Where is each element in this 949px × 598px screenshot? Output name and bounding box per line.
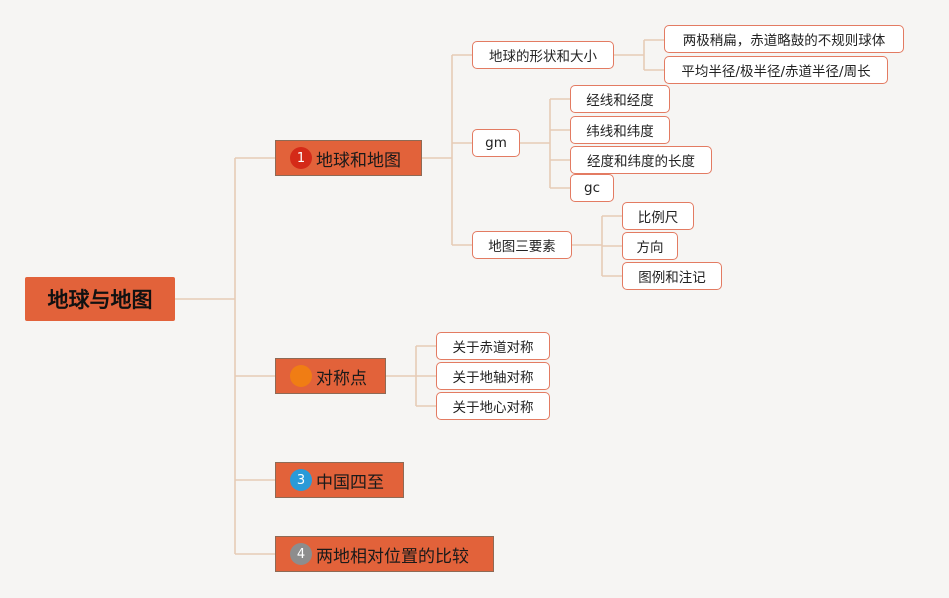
subtopic-label: gc [584, 180, 600, 196]
number-2-badge-icon [290, 365, 312, 387]
subtopic-label: gm [485, 135, 507, 151]
subtopic-label: 地图三要素 [488, 239, 556, 255]
subtopic-label: 关于赤道对称 [452, 340, 534, 356]
number-1-badge-icon: 1 [290, 147, 312, 169]
subtopic-label: 方向 [636, 240, 664, 256]
subtopic-direction[interactable]: 方向 [622, 232, 678, 260]
root-topic[interactable]: 地球与地图 [25, 277, 175, 321]
branch-topic-earth-and-map[interactable]: 1 地球和地图 [275, 140, 422, 176]
branch-topic-china-extremes[interactable]: 3 中国四至 [275, 462, 404, 498]
subtopic-parallel-latitude[interactable]: 纬线和纬度 [570, 116, 670, 144]
subtopic-label: 图例和注记 [638, 270, 706, 286]
subtopic-label: 比例尺 [637, 210, 679, 226]
subtopic-center-symmetry[interactable]: 关于地心对称 [436, 392, 550, 420]
subtopic-label: 关于地轴对称 [452, 370, 534, 386]
subtopic-equator-symmetry[interactable]: 关于赤道对称 [436, 332, 550, 360]
subtopic-label: 纬线和纬度 [586, 124, 654, 140]
branch-label: 中国四至 [316, 472, 384, 493]
subtopic-legend-annotation[interactable]: 图例和注记 [622, 262, 722, 290]
subtopic-label: 地球的形状和大小 [489, 49, 597, 65]
subtopic-meridian-longitude[interactable]: 经线和经度 [570, 85, 670, 113]
subtopic-label: 两极稍扁，赤道略鼓的不规则球体 [682, 33, 886, 49]
root-topic-label: 地球与地图 [47, 288, 153, 312]
number-4-badge-icon: 4 [290, 543, 312, 565]
branch-topic-symmetric-points[interactable]: 对称点 [275, 358, 386, 394]
subtopic-radius-circumference[interactable]: 平均半径/极半径/赤道半径/周长 [664, 56, 888, 84]
branch-label: 对称点 [316, 368, 367, 389]
number-3-badge-icon: 3 [290, 469, 312, 491]
subtopic-label: 关于地心对称 [452, 400, 534, 416]
subtopic-map-three-elements[interactable]: 地图三要素 [472, 231, 572, 259]
branch-label: 地球和地图 [316, 150, 401, 171]
subtopic-irregular-sphere[interactable]: 两极稍扁，赤道略鼓的不规则球体 [664, 25, 904, 53]
subtopic-gm[interactable]: gm [472, 129, 520, 157]
subtopic-label: 平均半径/极半径/赤道半径/周长 [681, 64, 871, 80]
subtopic-lengths[interactable]: 经度和纬度的长度 [570, 146, 712, 174]
branch-topic-relative-position[interactable]: 4 两地相对位置的比较 [275, 536, 494, 572]
subtopic-label: 经度和纬度的长度 [587, 154, 695, 170]
subtopic-gc[interactable]: gc [570, 174, 614, 202]
subtopic-axis-symmetry[interactable]: 关于地轴对称 [436, 362, 550, 390]
branch-label: 两地相对位置的比较 [316, 546, 469, 567]
subtopic-earth-shape-size[interactable]: 地球的形状和大小 [472, 41, 614, 69]
subtopic-scale[interactable]: 比例尺 [622, 202, 694, 230]
subtopic-label: 经线和经度 [586, 93, 654, 109]
